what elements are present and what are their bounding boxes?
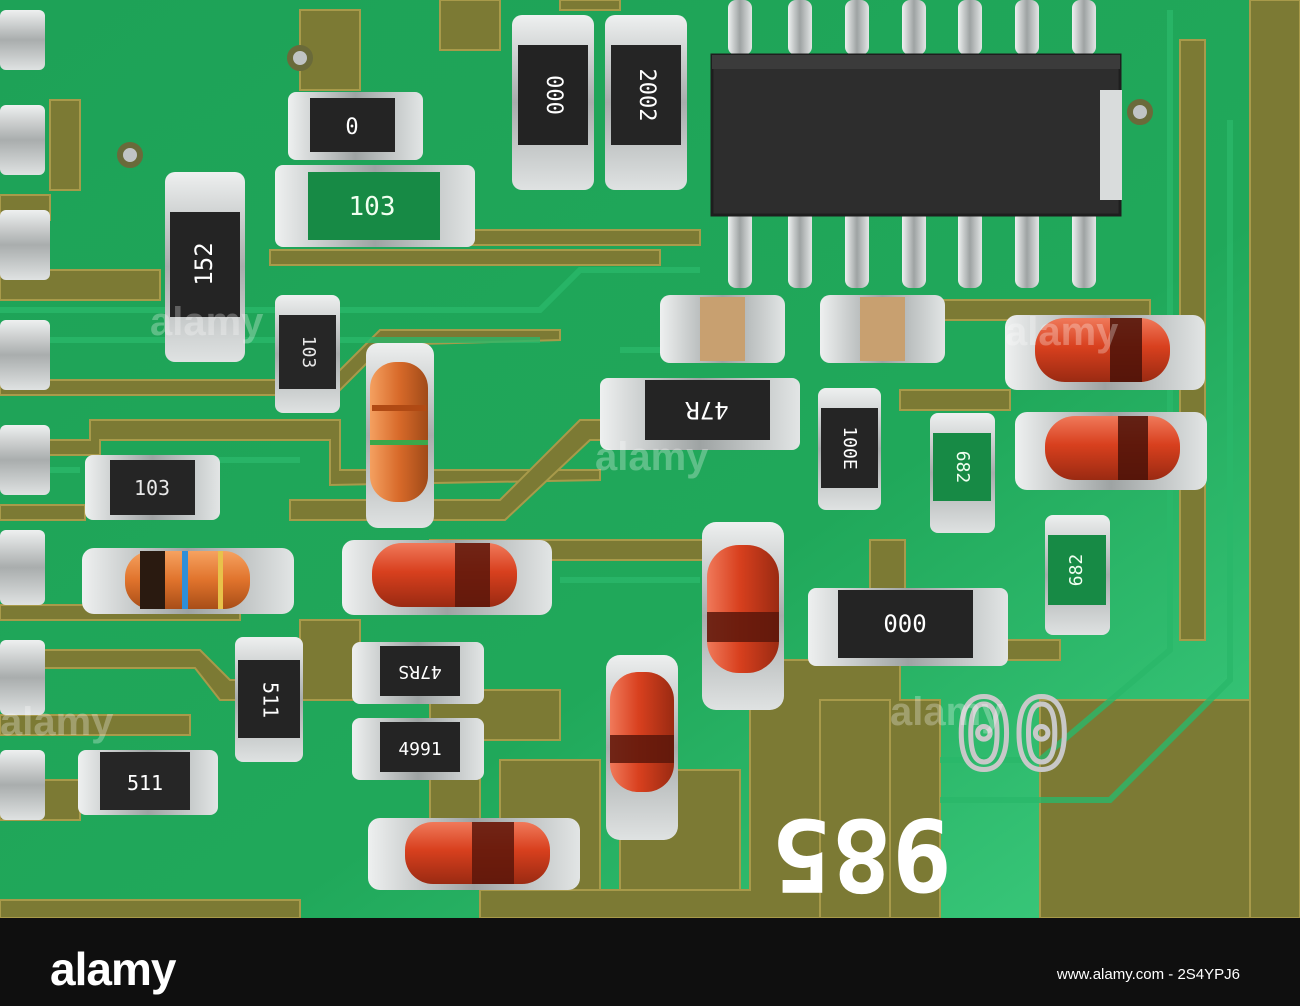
resistor-label: 511 <box>127 771 163 795</box>
diode-red-middle <box>342 540 552 615</box>
resistor-47rs: 47RS <box>352 642 484 704</box>
diode-red-right-top <box>1005 315 1205 390</box>
silkscreen-985: 985 <box>771 796 952 913</box>
resistor-682-right: 682 <box>1045 515 1110 635</box>
vias <box>117 45 1153 168</box>
resistor-000-bottom: 000 <box>808 588 1008 666</box>
diode-red-vertical-center <box>702 522 784 710</box>
watermark-text: alamy <box>595 435 709 479</box>
resistor-label: 47R <box>685 396 729 424</box>
alamy-logo: alamy <box>50 943 176 995</box>
resistor-label: 47RS <box>398 661 441 682</box>
resistor-152-vertical: 152 <box>165 172 245 362</box>
capacitor-left <box>660 295 785 363</box>
resistor-label: 4991 <box>398 739 441 760</box>
pcb-photo: 0 103 000 2002 152 103 <box>0 0 1300 918</box>
diode-red-vertical-bottom <box>606 655 678 840</box>
resistor-000-vertical: 000 <box>512 15 594 190</box>
resistor-103-vertical: 103 <box>275 295 340 413</box>
ic-chip <box>710 0 1122 288</box>
resistor-label: 000 <box>883 610 926 638</box>
edge-pads <box>0 10 50 820</box>
resistor-label: 000 <box>541 75 566 115</box>
resistor-103-left: 103 <box>85 455 220 520</box>
resistor-4991: 4991 <box>352 718 484 780</box>
resistor-label: 103 <box>349 192 396 222</box>
resistor-label: 103 <box>298 336 319 369</box>
watermark: alamy alamy alamy alamy alamy <box>0 300 1119 744</box>
watermark-text: alamy <box>0 700 114 744</box>
resistor-682-left: 682 <box>930 413 995 533</box>
resistor-511-vertical: 511 <box>235 637 303 762</box>
watermark-text: alamy <box>1005 310 1119 354</box>
resistor-label: 511 <box>259 682 283 718</box>
resistor-label: 152 <box>190 242 218 285</box>
resistor-511-bottom: 511 <box>78 750 218 815</box>
resistor-label: 100E <box>839 426 860 469</box>
diode-orange-vertical <box>366 343 434 528</box>
image-id: www.alamy.com - 2S4YPJ6 <box>1056 966 1240 983</box>
resistor-label: 103 <box>134 476 170 500</box>
resistor-label: 0 <box>345 115 358 140</box>
stock-footer: alamy www.alamy.com - 2S4YPJ6 <box>0 918 1300 1006</box>
resistor-47r: 47R <box>600 378 800 450</box>
resistor-label: 2002 <box>634 69 659 122</box>
resistor-label: 682 <box>952 451 973 484</box>
watermark-text: alamy <box>150 300 264 344</box>
diode-red-bottom <box>368 818 580 890</box>
watermark-text: alamy <box>890 690 1004 734</box>
resistor-label: 682 <box>1066 554 1087 587</box>
diode-red-right-middle <box>1015 412 1207 490</box>
capacitor-right <box>820 295 945 363</box>
resistor-103-green: 103 <box>275 165 475 247</box>
silkscreen-00: 00 <box>955 679 1071 791</box>
resistor-2002-vertical: 2002 <box>605 15 687 190</box>
diode-orange-horizontal <box>82 548 294 614</box>
resistor-100e-vertical: 100E <box>818 388 881 510</box>
resistor-0-top: 0 <box>288 92 423 160</box>
